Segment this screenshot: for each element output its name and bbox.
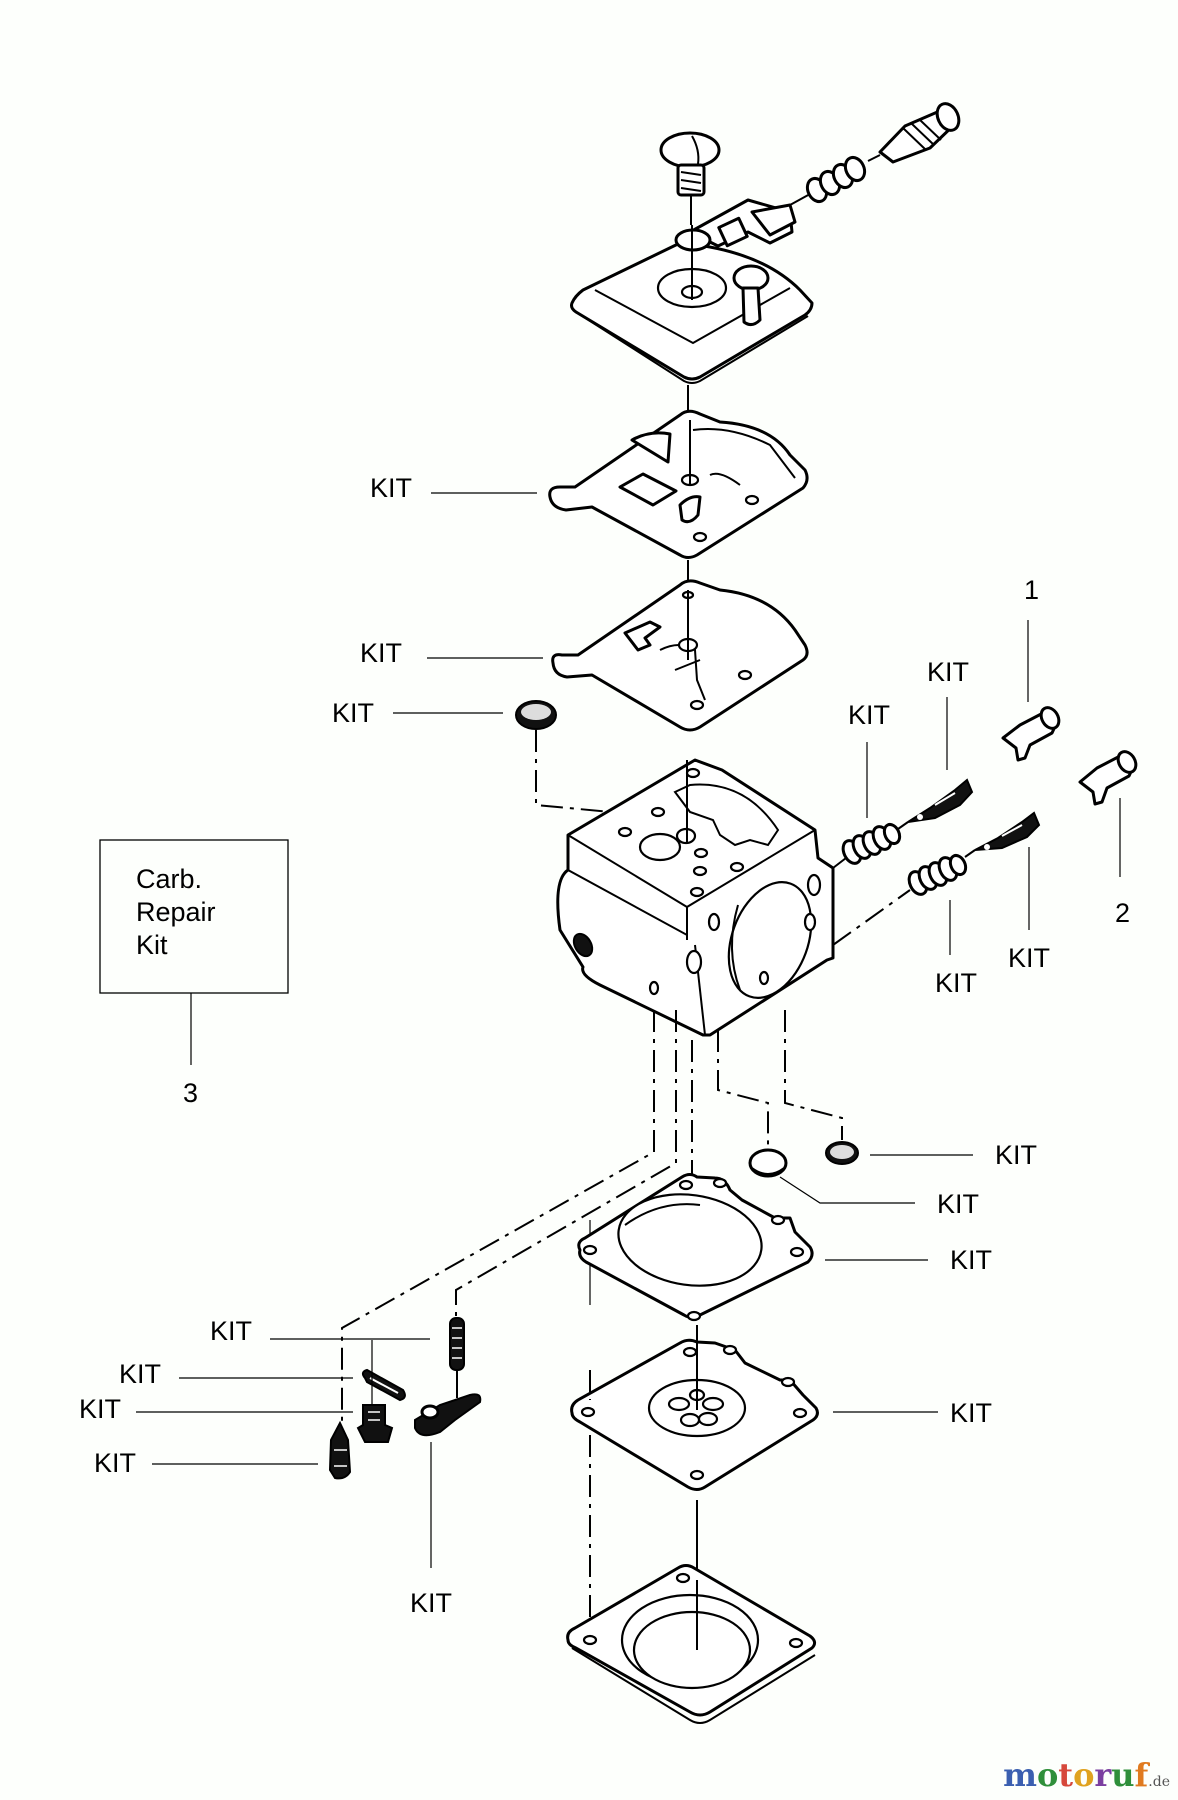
- pump-diaphragm: [551, 579, 809, 732]
- watermark-letter: u: [1111, 1756, 1135, 1794]
- watermark-letter: o: [1073, 1756, 1095, 1794]
- welch-screen: [825, 1141, 859, 1165]
- kit-label-metering-lever: KIT: [410, 1588, 452, 1618]
- assembly-line: [341, 1010, 655, 1440]
- kit-label-lever-spring: KIT: [210, 1316, 252, 1346]
- assembly-line: [717, 1030, 769, 1145]
- kit-label-pump-gasket: KIT: [370, 473, 412, 503]
- idle-adjust-screw: [867, 102, 961, 164]
- kit-label-pin-screw: KIT: [79, 1394, 121, 1424]
- part-number-2: 2: [1115, 898, 1130, 928]
- lever-pin: [361, 1368, 406, 1402]
- metering-diaphragm: [570, 1338, 819, 1491]
- inlet-screen: [515, 700, 557, 730]
- lower-adjust-spring: [907, 853, 968, 896]
- assembly-line: [832, 889, 911, 946]
- kit-label-needle-upper: KIT: [927, 657, 969, 687]
- metering-gasket: [577, 1173, 814, 1322]
- welch-plug: [748, 1148, 788, 1178]
- kit-label-welch-plug: KIT: [937, 1189, 979, 1219]
- watermark-suffix: .de: [1148, 1774, 1170, 1790]
- watermark-logo: motoruf.de: [1003, 1756, 1170, 1794]
- pump-gasket: [548, 409, 809, 559]
- kit-label-inlet-screen: KIT: [332, 698, 374, 728]
- watermark-letter: o: [1036, 1756, 1059, 1794]
- upper-adjust-spring: [841, 822, 902, 865]
- carburetor-body: [556, 758, 835, 1037]
- lower-adjust-needle: [964, 811, 1041, 858]
- kit-label-spring-lower: KIT: [935, 968, 977, 998]
- watermark-letter: m: [1003, 1756, 1037, 1794]
- inlet-needle: [328, 1420, 352, 1480]
- part-number-1: 1: [1024, 575, 1039, 605]
- kit-label-metering-gasket: KIT: [950, 1245, 992, 1275]
- bottom-cover: [566, 1564, 817, 1724]
- pin-retaining-screw: [356, 1340, 394, 1443]
- metering-lever: [414, 1393, 482, 1437]
- assembly-line: [784, 1010, 843, 1140]
- watermark-letter: r: [1094, 1756, 1112, 1794]
- throttle-screw: [659, 131, 721, 225]
- kit-label-pump-diaphragm: KIT: [360, 638, 402, 668]
- assembly-line: [832, 857, 847, 869]
- upper-adjust-needle: [897, 778, 974, 830]
- part-number-3: 3: [183, 1078, 198, 1108]
- kit-label-inlet-needle: KIT: [94, 1448, 136, 1478]
- assembly-line: [455, 1010, 677, 1320]
- carburetor-cover: [570, 198, 814, 384]
- watermark-letter: f: [1134, 1756, 1149, 1794]
- repair-kit-line-1: Carb.: [136, 864, 202, 894]
- kit-label-needle-lower: KIT: [1008, 943, 1050, 973]
- limiter-cap-2: [1078, 750, 1138, 806]
- kit-label-welch-screen: KIT: [995, 1140, 1037, 1170]
- limiter-cap-1: [1001, 706, 1061, 762]
- kit-label-metering-diaphragm: KIT: [950, 1398, 992, 1428]
- watermark-letter: t: [1058, 1756, 1074, 1794]
- repair-kit-line-3: Kit: [136, 930, 168, 960]
- kit-label-lever-pin: KIT: [119, 1359, 161, 1389]
- kit-label-spring-upper: KIT: [848, 700, 890, 730]
- metering-lever-spring: [449, 1317, 465, 1398]
- idle-screw-spring: [789, 155, 867, 206]
- repair-kit-line-2: Repair: [136, 897, 216, 927]
- leader-line: [779, 1176, 915, 1204]
- repair-kit-box: [99, 839, 289, 994]
